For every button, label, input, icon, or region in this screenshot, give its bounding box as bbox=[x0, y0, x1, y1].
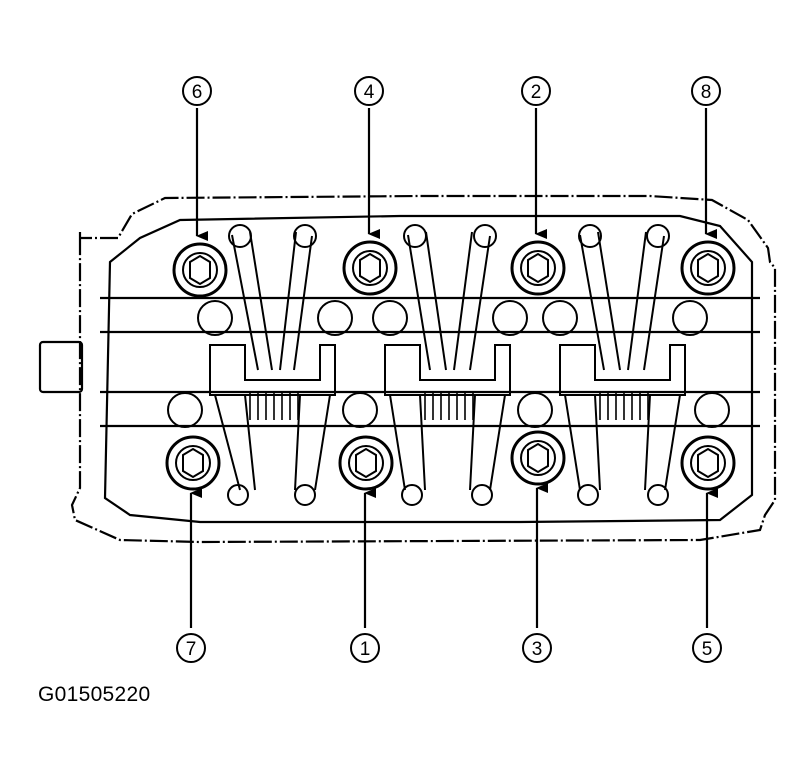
callout-number: 6 bbox=[192, 82, 203, 103]
cylinder-head-outline bbox=[38, 194, 777, 544]
camshaft-journals bbox=[167, 300, 730, 428]
rocker-arms bbox=[209, 224, 686, 506]
bolt-3 bbox=[510, 430, 566, 486]
bolt-7 bbox=[165, 435, 221, 491]
callout-top-4: 4 bbox=[354, 76, 384, 106]
bolt-1 bbox=[338, 435, 394, 491]
callout-number: 8 bbox=[701, 82, 712, 103]
callout-number: 3 bbox=[532, 639, 543, 660]
callout-number: 4 bbox=[364, 82, 375, 103]
valve-springs bbox=[249, 392, 649, 420]
callout-top-2: 2 bbox=[521, 76, 551, 106]
bolt-8 bbox=[680, 240, 736, 296]
figure-code: G01505220 bbox=[38, 683, 151, 706]
bolt-2 bbox=[510, 240, 566, 296]
callout-bottom-1: 1 bbox=[350, 633, 380, 663]
callout-top-8: 8 bbox=[691, 76, 721, 106]
bolt-6 bbox=[172, 242, 228, 298]
callout-number: 5 bbox=[702, 639, 713, 660]
callout-number: 2 bbox=[531, 82, 542, 103]
callout-top-6: 6 bbox=[182, 76, 212, 106]
callout-number: 1 bbox=[360, 639, 371, 660]
callout-bottom-7: 7 bbox=[176, 633, 206, 663]
bolt-5 bbox=[680, 435, 736, 491]
callout-bottom-5: 5 bbox=[692, 633, 722, 663]
bolt-4 bbox=[342, 240, 398, 296]
callout-bottom-3: 3 bbox=[522, 633, 552, 663]
callout-number: 7 bbox=[186, 639, 197, 660]
leader-arrows bbox=[189, 108, 718, 628]
